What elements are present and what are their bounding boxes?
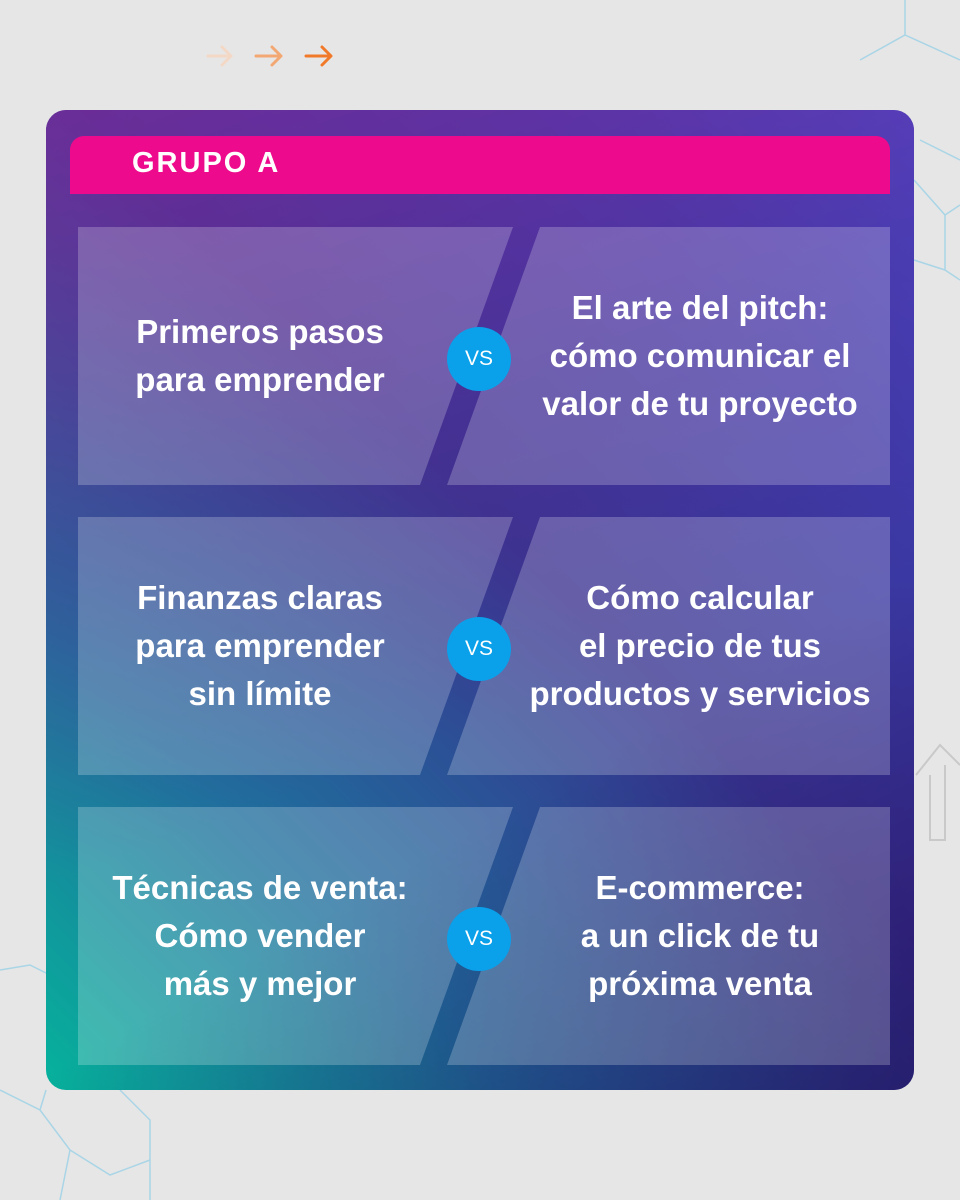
left-panel xyxy=(78,227,513,485)
arrow-up-outline-icon xyxy=(915,743,960,841)
matchup-left-title: Primeros pasos para emprender xyxy=(135,313,385,398)
matchup-right-title: El arte del pitch: cómo comunicar el val… xyxy=(542,289,858,422)
arrow-right-icon xyxy=(254,45,283,67)
group-header: GRUPO A xyxy=(70,136,890,194)
matchup-row: Técnicas de venta: Cómo vender más y mej… xyxy=(70,807,890,1065)
matchup-panels xyxy=(78,517,890,775)
matchups: Primeros pasos para emprender El arte de… xyxy=(46,110,914,1090)
matchup-right-title: E-commerce: a un click de tu próxima ven… xyxy=(580,869,820,1002)
left-panel xyxy=(78,517,513,775)
matchup-right-title: Cómo calcular el precio de tus productos… xyxy=(529,579,871,712)
group-title: GRUPO A xyxy=(132,147,281,179)
left-panel xyxy=(78,807,513,1065)
vs-badge: VS xyxy=(447,327,511,391)
matchup-row: Finanzas claras para emprender sin límit… xyxy=(70,517,890,775)
matchup-left-title: Técnicas de venta: Cómo vender más y mej… xyxy=(112,869,408,1002)
arrow-right-icon xyxy=(206,45,233,67)
arrow-right-icon xyxy=(304,45,333,67)
right-panel xyxy=(447,227,890,485)
matchup-row: Primeros pasos para emprender El arte de… xyxy=(70,227,890,485)
matchup-left-title: Finanzas claras para emprender sin límit… xyxy=(135,579,385,712)
right-panel xyxy=(447,517,890,775)
vs-badge: VS xyxy=(447,617,511,681)
arrows-decoration xyxy=(206,45,333,67)
vs-badge: VS xyxy=(447,907,511,971)
matchup-panels xyxy=(78,807,890,1065)
right-panel xyxy=(447,807,890,1065)
matchup-panels xyxy=(78,227,890,485)
group-card: GRUPO A Primeros pasos para emprender El… xyxy=(46,110,914,1090)
